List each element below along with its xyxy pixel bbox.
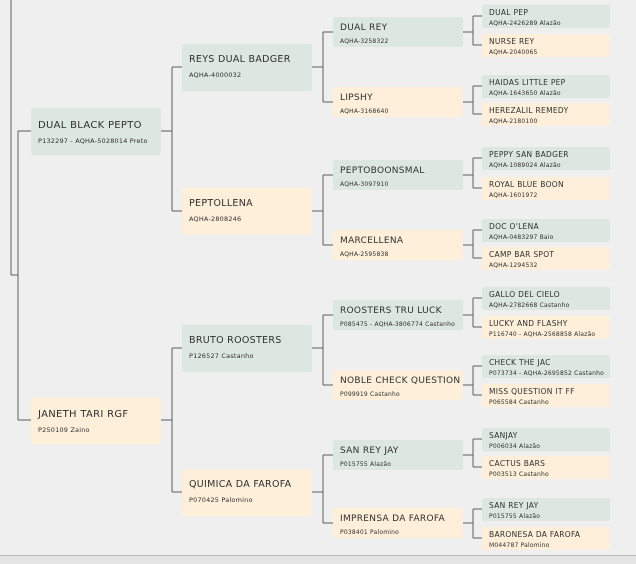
grandparent-registration: AQHA-2808246 [189,214,242,223]
great-grandparent-card[interactable]: ROOSTERS TRU LUCK P085475 - AQHA-3806774 … [333,300,463,330]
parent-card[interactable]: JANETH TARI RGF P250109 Zaino [31,396,161,444]
great-great-grandparent-card[interactable]: BARONESA DA FAROFA M044787 Palomino [482,526,610,550]
grandparent-name: PEPTOLLENA [189,197,253,209]
great-great-grandparent-name: HAIDAS LITTLE PEP [489,77,566,87]
great-great-grandparent-card[interactable]: ROYAL BLUE BOON AQHA-1601972 [482,176,610,200]
great-great-grandparent-name: MISS QUESTION IT FF [489,386,575,396]
grandparent-name: QUIMICA DA FAROFA [189,478,292,490]
grandparent-registration: P070425 Palomino [189,495,253,504]
parent-name: JANETH TARI RGF [38,408,129,420]
great-grandparent-name: PEPTOBOONSMAL [340,166,425,176]
great-grandparent-card[interactable]: PEPTOBOONSMAL AQHA-3097910 [333,160,463,190]
great-great-grandparent-name: ROYAL BLUE BOON [489,179,564,189]
great-great-grandparent-card[interactable]: CHECK THE JAC P073734 - AQHA-2695852 Cast… [482,354,610,378]
great-great-grandparent-registration: P006034 Alazão [489,442,541,450]
great-great-grandparent-registration: AQHA-2782668 Castanho [489,301,570,309]
great-grandparent-card[interactable]: LIPSHY AQHA-3168640 [333,87,463,117]
great-great-grandparent-name: HEREZALIL REMEDY [489,105,569,115]
great-grandparent-registration: AQHA-3168640 [340,108,389,115]
great-great-grandparent-card[interactable]: CAMP BAR SPOT AQHA-1294532 [482,246,610,270]
great-great-grandparent-name: CHECK THE JAC [489,357,551,367]
grandparent-card[interactable]: BRUTO ROOSTERS P126527 Castanho [182,324,312,372]
great-great-grandparent-registration: AQHA-1601972 [489,191,538,199]
great-grandparent-name: SAN REY JAY [340,446,399,456]
grandparent-card[interactable]: REYS DUAL BADGER AQHA-4000032 [182,43,312,91]
great-grandparent-registration: AQHA-3097910 [340,181,389,188]
great-great-grandparent-card[interactable]: DUAL PEP AQHA-2426289 Alazão [482,4,610,28]
grandparent-card[interactable]: QUIMICA DA FAROFA P070425 Palomino [182,468,312,516]
great-grandparent-name: NOBLE CHECK QUESTION [340,376,461,386]
great-great-grandparent-name: SANJAY [489,430,518,440]
grandparent-card[interactable]: PEPTOLLENA AQHA-2808246 [182,187,312,235]
great-great-grandparent-card[interactable]: LUCKY AND FLASHY P116740 - AQHA-2568858 A… [482,315,610,339]
great-great-grandparent-registration: AQHA-2180100 [489,117,538,125]
great-great-grandparent-card[interactable]: HEREZALIL REMEDY AQHA-2180100 [482,102,610,126]
great-great-grandparent-card[interactable]: GALLO DEL CIELO AQHA-2782668 Castanho [482,286,610,310]
great-grandparent-card[interactable]: MARCELLENA AQHA-2595838 [333,230,463,260]
grandparent-name: REYS DUAL BADGER [189,53,291,65]
great-great-grandparent-name: DOC O'LENA [489,221,539,231]
great-great-grandparent-name: NURSE REY [489,36,535,46]
great-great-grandparent-card[interactable]: PEPPY SAN BADGER AQHA-1089024 Alazão [482,146,610,170]
great-grandparent-name: MARCELLENA [340,236,404,246]
great-grandparent-registration: P015755 Alazão [340,461,392,468]
great-great-grandparent-name: PEPPY SAN BADGER [489,149,569,159]
great-great-grandparent-registration: M044787 Palomino [489,541,550,549]
great-great-grandparent-registration: AQHA-2040065 [489,48,538,56]
great-great-grandparent-registration: P015755 Alazão [489,512,541,520]
great-great-grandparent-name: DUAL PEP [489,7,529,17]
great-grandparent-registration: P038401 Palomino [340,529,399,536]
great-great-grandparent-name: BARONESA DA FAROFA [489,529,581,539]
great-grandparent-name: DUAL REY [340,23,388,33]
great-great-grandparent-name: SAN REY JAY [489,500,539,510]
great-grandparent-registration: AQHA-2595838 [340,251,389,258]
horizontal-scrollbar[interactable] [0,555,636,564]
great-great-grandparent-registration: AQHA-1089024 Alazão [489,161,561,169]
great-great-grandparent-registration: P116740 - AQHA-2568858 Alazão [489,330,596,338]
great-great-grandparent-name: CAMP BAR SPOT [489,249,555,259]
great-great-grandparent-card[interactable]: SAN REY JAY P015755 Alazão [482,497,610,521]
great-grandparent-name: LIPSHY [340,93,373,103]
grandparent-registration: AQHA-4000032 [189,70,242,79]
parent-registration: P132297 - AQHA-5028014 Preto [38,136,148,145]
parent-card[interactable]: DUAL BLACK PEPTO P132297 - AQHA-5028014 P… [31,107,161,155]
great-grandparent-card[interactable]: SAN REY JAY P015755 Alazão [333,440,463,470]
great-grandparent-name: ROOSTERS TRU LUCK [340,306,442,316]
great-grandparent-name: IMPRENSA DA FAROFA [340,514,445,524]
great-great-grandparent-registration: AQHA-0483297 Baio [489,233,554,241]
parent-name: DUAL BLACK PEPTO [38,119,142,131]
great-great-grandparent-card[interactable]: DOC O'LENA AQHA-0483297 Baio [482,218,610,242]
great-grandparent-card[interactable]: NOBLE CHECK QUESTION P099919 Castanho [333,370,463,400]
great-great-grandparent-card[interactable]: CACTUS BARS P003513 Castanho [482,455,610,479]
great-grandparent-registration: AQHA-3258322 [340,38,389,45]
great-great-grandparent-name: CACTUS BARS [489,458,546,468]
grandparent-registration: P126527 Castanho [189,351,254,360]
great-great-grandparent-registration: AQHA-1294532 [489,261,538,269]
grandparent-name: BRUTO ROOSTERS [189,334,282,346]
great-grandparent-registration: P099919 Castanho [340,391,400,398]
great-grandparent-card[interactable]: IMPRENSA DA FAROFA P038401 Palomino [333,508,463,538]
great-great-grandparent-registration: P073734 - AQHA-2695852 Castanho [489,369,604,377]
great-great-grandparent-name: GALLO DEL CIELO [489,289,560,299]
parent-registration: P250109 Zaino [38,425,90,434]
great-grandparent-registration: P085475 - AQHA-3806774 Castanho [340,321,455,328]
great-grandparent-card[interactable]: DUAL REY AQHA-3258322 [333,17,463,47]
great-great-grandparent-card[interactable]: NURSE REY AQHA-2040065 [482,33,610,57]
great-great-grandparent-card[interactable]: SANJAY P006034 Alazão [482,427,610,451]
great-great-grandparent-name: LUCKY AND FLASHY [489,318,568,328]
great-great-grandparent-registration: AQHA-1643650 Alazão [489,89,561,97]
great-great-grandparent-card[interactable]: MISS QUESTION IT FF P065584 Castanho [482,383,610,407]
great-great-grandparent-registration: P065584 Castanho [489,398,549,406]
great-great-grandparent-card[interactable]: HAIDAS LITTLE PEP AQHA-1643650 Alazão [482,74,610,98]
great-great-grandparent-registration: P003513 Castanho [489,470,549,478]
great-great-grandparent-registration: AQHA-2426289 Alazão [489,19,561,27]
